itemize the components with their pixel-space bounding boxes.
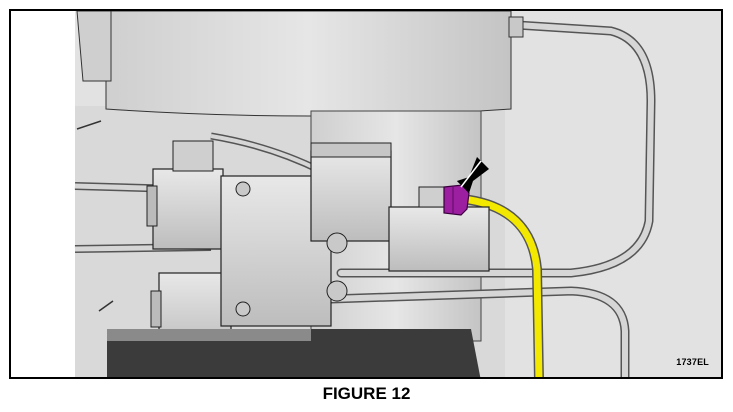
hydraulic-valve-illustration — [74, 11, 721, 377]
top-fitting — [508, 16, 524, 38]
adapter-fitting — [418, 186, 448, 208]
figure-code: 1737EL — [676, 357, 709, 367]
upper-tank — [105, 11, 512, 117]
panel-bolts — [76, 120, 114, 312]
highlighted-fitting — [443, 184, 470, 216]
valve-manifold — [220, 142, 490, 327]
tank-bracket — [76, 11, 112, 82]
figure-caption: FIGURE 12 — [322, 384, 411, 403]
figure-frame: 1737EL — [9, 9, 723, 379]
pointer-arrow-icon — [457, 157, 489, 193]
